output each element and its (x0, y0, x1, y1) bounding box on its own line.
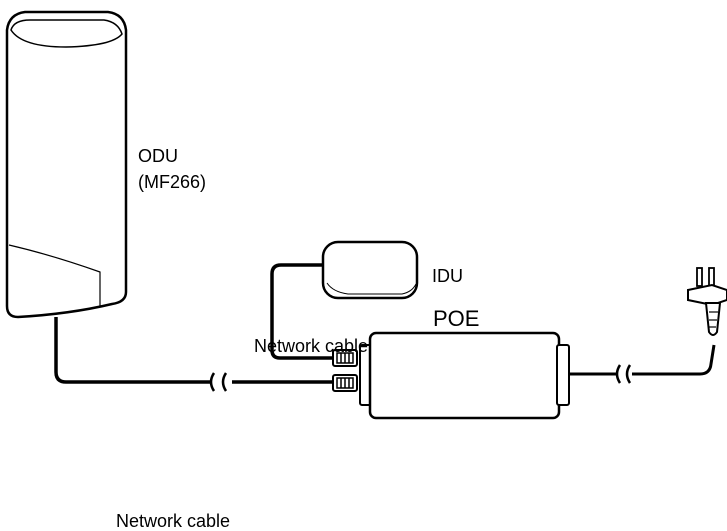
power-plug-icon (687, 267, 727, 336)
rj45-connector-icon (332, 374, 358, 392)
poe-device (359, 331, 570, 420)
cable-poe-to-plug-b (632, 344, 716, 376)
cable-break-icon (615, 364, 632, 384)
poe-right-cap (556, 344, 570, 406)
odu-top-cap (10, 19, 123, 48)
odu-name-label: ODU (138, 146, 178, 166)
cable-odu-to-poe (54, 317, 210, 384)
rj45-connector-icon (332, 349, 358, 367)
idu-label: IDU (432, 266, 463, 286)
cable-break-icon (209, 372, 228, 392)
cables (54, 263, 716, 384)
poe-body (368, 331, 561, 420)
odu-model-label: (MF266) (138, 172, 206, 192)
odu-body (5, 10, 128, 319)
cable-idu-to-poe (270, 263, 333, 360)
poe-label: POE (433, 306, 479, 331)
idu-front-edge (326, 282, 417, 295)
odu-lower-panel (8, 244, 101, 306)
idu-device (321, 240, 419, 300)
cable-label-idu-poe: Network cable (254, 336, 368, 356)
idu-body (321, 240, 419, 300)
odu-device (5, 10, 128, 319)
cable-label-odu-poe: Network cable (116, 511, 230, 531)
